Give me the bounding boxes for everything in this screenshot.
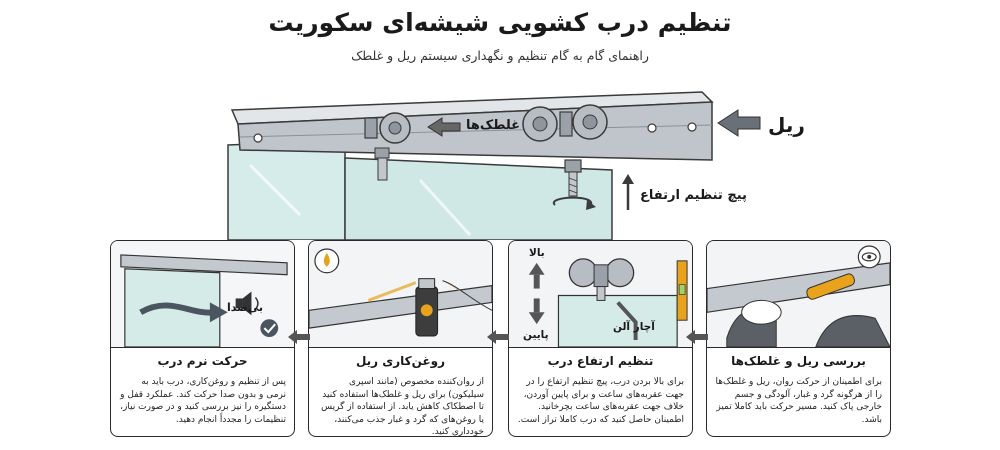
cloth-icon	[741, 299, 782, 325]
panel-lubrication: روغن‌کاری ریل از روان‌کننده مخصوص (مانند…	[308, 240, 493, 437]
lubrication-illustration	[309, 241, 492, 348]
panel-title: حرکت نرم درب	[157, 354, 248, 368]
brush-icon	[806, 273, 856, 300]
fixed-glass-panel	[227, 139, 346, 240]
check-icon	[260, 319, 279, 338]
rollers-label: غلطک‌ها	[466, 118, 521, 133]
rail-arrow-icon	[717, 109, 761, 137]
page-title: تنظیم درب کشویی شیشه‌ای سکوریت	[268, 8, 732, 37]
panel-description: از روان‌کننده مخصوص (مانند اسپری سیلیکون…	[321, 377, 484, 437]
height-screw-label: پیچ تنظیم ارتفاع	[640, 188, 747, 203]
roller-left	[364, 112, 411, 159]
panel-height-adjust: بالا پایین آچار آلن تنظیم ارتفاع درب برا…	[508, 240, 693, 437]
panel-title: بررسی ریل و غلطک‌ها	[731, 354, 866, 368]
panel-description: برای بالا بردن درب، پیچ تنظیم ارتفاع را …	[517, 377, 684, 425]
speaker-icon	[235, 291, 259, 316]
roller-right	[522, 104, 608, 142]
rail-label: ریل	[768, 113, 805, 137]
panel-description: برای اطمینان از حرکت روان، ریل و غلطک‌ها…	[715, 377, 882, 425]
silent-label: بی‌صدا	[227, 301, 264, 314]
up-down-arrows-icon	[528, 262, 545, 325]
panel-title: تنظیم ارتفاع درب	[547, 354, 654, 368]
spray-can-icon	[415, 278, 439, 337]
rollers-arrow-icon	[427, 117, 461, 137]
step-arrow-icon	[487, 330, 509, 344]
height-screw	[377, 157, 582, 197]
level-icon	[676, 260, 688, 321]
panel-description: پس از تنظیم و روغن‌کاری، درب باید به نرم…	[120, 377, 286, 425]
panel-smooth-movement: بی‌صدا حرکت نرم درب پس از تنظیم و روغن‌ک…	[110, 240, 295, 437]
step-arrow-icon	[686, 330, 708, 344]
down-label: پایین	[523, 329, 549, 341]
step-arrow-icon	[288, 330, 310, 344]
page-subtitle: راهنمای گام به گام تنظیم و نگهداری سیستم…	[351, 48, 649, 63]
motion-arrow-icon	[139, 302, 216, 316]
eye-icon	[857, 245, 881, 269]
smooth-movement-illustration	[111, 241, 294, 348]
oil-drop-icon	[314, 248, 340, 274]
allen-key-label: آچار آلن	[613, 321, 655, 333]
rotate-arrow-icon	[552, 196, 593, 207]
allen-key-icon	[616, 301, 638, 340]
panel-inspection: بررسی ریل و غلطک‌ها برای اطمینان از حرکت…	[706, 240, 891, 437]
inspection-illustration	[707, 241, 890, 348]
sliding-glass-panel	[344, 157, 613, 240]
rail-system-illustration	[227, 91, 761, 240]
panel-title: روغن‌کاری ریل	[355, 354, 446, 368]
up-label: بالا	[529, 247, 545, 259]
height-adjust-illustration	[509, 241, 692, 348]
